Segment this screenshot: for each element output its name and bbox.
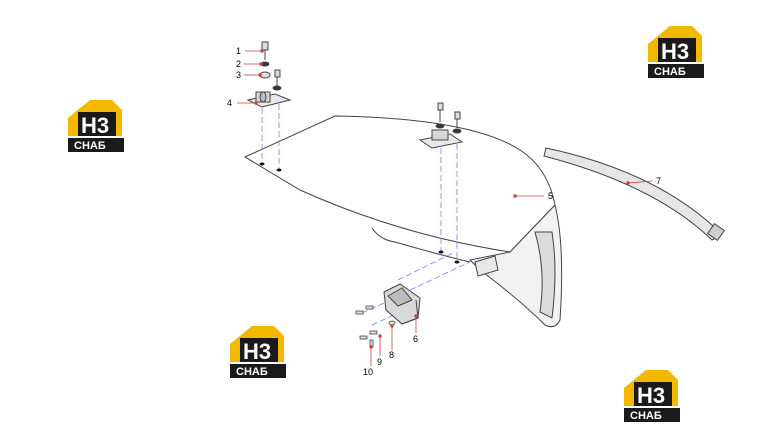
latch-part-6 xyxy=(383,283,421,325)
logo-text: СНАБ xyxy=(630,410,662,422)
watermark-logo: H3 СНАБ xyxy=(226,322,288,380)
callout-5: 5 xyxy=(548,191,553,201)
panel-inner-flange xyxy=(534,231,556,319)
panel-lower-lip xyxy=(371,227,471,263)
logo-mark: H3 xyxy=(243,339,271,364)
watermark-logo: H3 СНАБ xyxy=(620,366,682,424)
callout-2: 2 xyxy=(236,59,241,69)
leader-lines xyxy=(237,49,653,366)
callout-9: 9 xyxy=(377,357,382,367)
seal-strip-part-7 xyxy=(543,147,726,242)
watermark-logo: H3 СНАБ xyxy=(64,96,126,154)
callout-8: 8 xyxy=(389,350,394,360)
logo-text: СНАБ xyxy=(654,66,686,78)
panel-part-5 xyxy=(243,115,563,328)
logo-mark: H3 xyxy=(81,113,109,138)
hinge-right xyxy=(418,102,464,149)
panel-bracket xyxy=(474,255,499,277)
panel-top-surface xyxy=(243,115,556,253)
callout-4: 4 xyxy=(227,98,232,108)
callout-10: 10 xyxy=(363,367,373,377)
hinge-left-part-4 xyxy=(246,41,292,108)
logo-text: СНАБ xyxy=(74,140,106,152)
logo-mark: H3 xyxy=(661,39,689,64)
logo-text: СНАБ xyxy=(236,366,268,378)
logo-mark: H3 xyxy=(637,383,665,408)
small-fasteners xyxy=(355,305,396,348)
callout-7: 7 xyxy=(656,176,661,186)
callout-labels: 1 2 3 4 5 6 7 8 9 10 xyxy=(227,46,661,377)
callout-1: 1 xyxy=(236,46,241,56)
callout-6: 6 xyxy=(413,334,418,344)
mount-holes xyxy=(259,162,460,264)
watermark-logo: H3 СНАБ xyxy=(644,22,706,80)
callout-3: 3 xyxy=(236,70,241,80)
